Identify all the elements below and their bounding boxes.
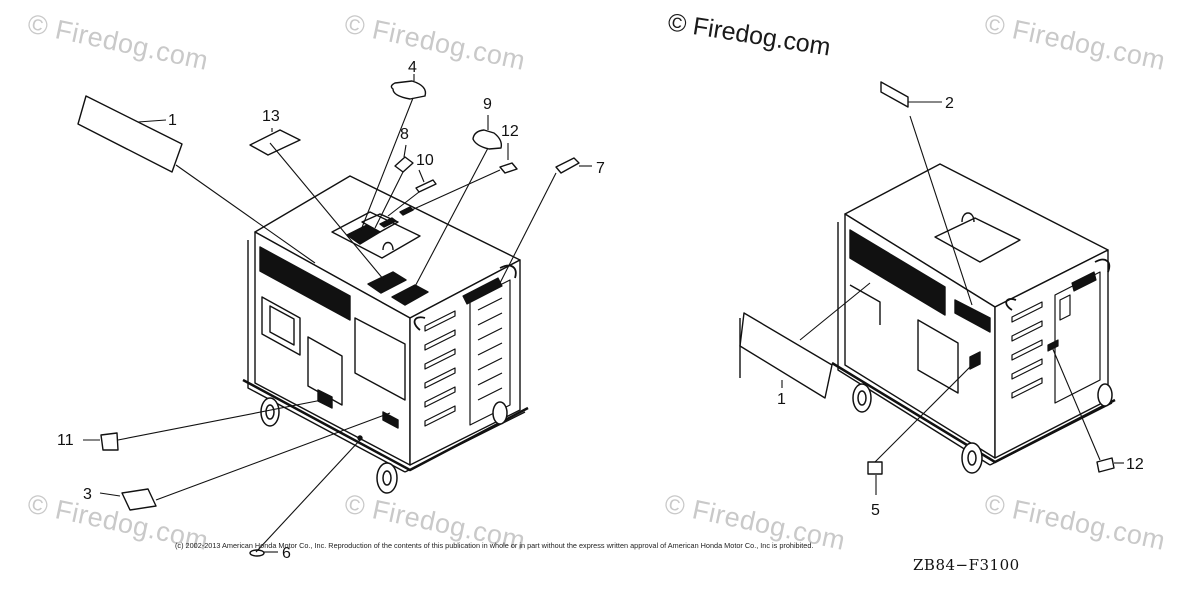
callout-2: 2: [945, 95, 954, 112]
generator-left: [242, 175, 529, 494]
generator-right: [831, 163, 1116, 474]
callout-9: 9: [483, 96, 492, 113]
callout-13: 13: [262, 108, 280, 125]
callout-5: 5: [871, 502, 880, 519]
callout-12: 12: [501, 123, 519, 140]
callout-10: 10: [416, 152, 434, 169]
leader-lines-right: [781, 101, 1124, 495]
callout-7: 7: [596, 160, 605, 177]
callout-12: 12: [1126, 456, 1144, 473]
diagram-code: ZB84−F3100: [913, 556, 1020, 574]
wheel: [260, 397, 508, 494]
callout-1: 1: [168, 112, 177, 129]
leader-lines-left: [83, 74, 592, 553]
copyright-notice: (c) 2002-2013 American Honda Motor Co., …: [175, 541, 814, 550]
callouts-right: 2 1 5 12: [777, 95, 1144, 519]
callouts-left: 1 13 4 8 10 9 12 7 11 3 6: [57, 59, 605, 562]
side-louvers: [424, 277, 511, 427]
callout-6: 6: [282, 545, 291, 562]
callout-11: 11: [57, 432, 74, 449]
callout-4: 4: [408, 59, 417, 76]
callout-1: 1: [777, 391, 786, 408]
callout-8: 8: [400, 126, 409, 143]
callout-3: 3: [83, 486, 92, 503]
decal-labels-right: [739, 81, 1115, 475]
decal-labels-left: [77, 80, 580, 557]
